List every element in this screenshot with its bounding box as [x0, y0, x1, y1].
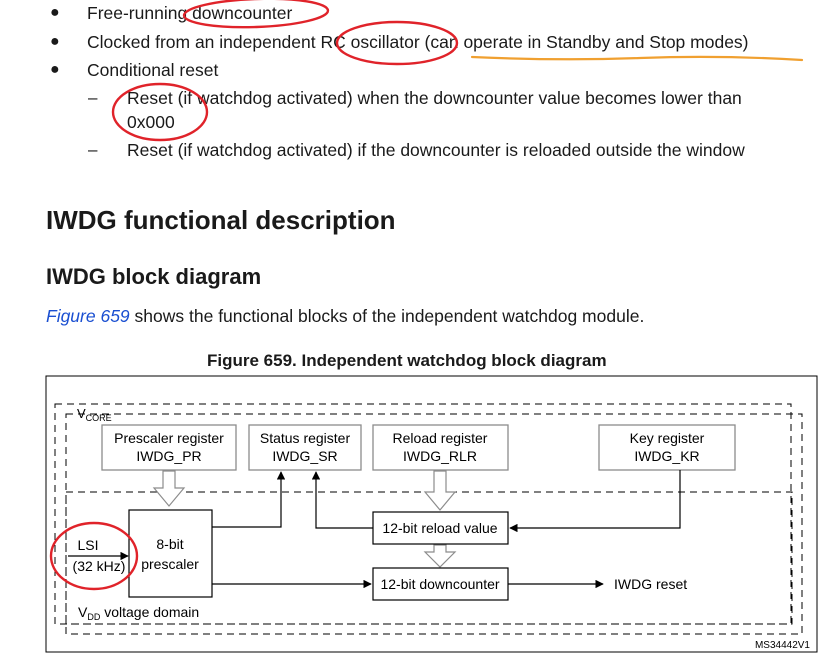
bullet-free-running: Free-running downcounter — [87, 3, 292, 24]
bullet-text: Free-running — [87, 3, 193, 23]
hollow-arrow-reload — [423, 470, 457, 511]
highlight-reset: Reset — [127, 88, 173, 108]
sub-bullet-text: (if watchdog activated) when the downcou… — [172, 88, 742, 108]
reload-register-label: Reload register — [393, 430, 488, 446]
bullet-marker: ● — [50, 33, 60, 50]
hollow-arrow-downcounter — [423, 544, 457, 568]
status-register-label: Status register — [260, 430, 351, 446]
paragraph: Figure 659 shows the functional blocks o… — [46, 306, 644, 327]
key-register-name: IWDG_KR — [634, 448, 699, 464]
highlight-rc-oscillator: RC oscillator — [320, 32, 420, 52]
annotation-circle-lsi — [49, 521, 139, 591]
annotation-circle-rc-oscillator — [335, 20, 459, 66]
bullet-text: Clocked from an independent — [87, 32, 321, 52]
figure-link[interactable]: Figure 659 — [46, 306, 130, 326]
prescaler-to-status-arrow — [212, 471, 286, 528]
bullet-clocked: Clocked from an independent RC oscillato… — [87, 32, 749, 53]
downcounter-label: 12-bit downcounter — [380, 576, 499, 592]
status-register-box — [248, 424, 362, 471]
status-register-name: IWDG_SR — [272, 448, 337, 464]
vdd-label: VDD voltage domain — [78, 604, 199, 622]
iwdg-reset-label: IWDG reset — [614, 576, 687, 592]
vcore-label: VCORE — [77, 406, 112, 423]
bullet-marker: ● — [50, 4, 60, 21]
bullet-marker: ● — [50, 61, 60, 78]
annotation-underline-modes — [470, 55, 804, 62]
annotation-circle-downcounter — [182, 0, 330, 29]
prescaler-register-name: IWDG_PR — [136, 448, 201, 464]
paragraph-text: shows the functional blocks of the indep… — [129, 306, 645, 326]
reload-value-box — [372, 511, 509, 545]
dash-marker: – — [88, 88, 98, 107]
sub-bullet-reset-lower: Reset (if watchdog activated) when the d… — [127, 88, 742, 109]
figure-frame — [45, 375, 818, 653]
heading-block-diagram: IWDG block diagram — [46, 264, 262, 289]
prescaler-register-label: Prescaler register — [114, 430, 224, 446]
key-register-box — [598, 424, 736, 471]
reload-register-name: IWDG_RLR — [403, 448, 477, 464]
reload-to-status-arrow — [311, 471, 373, 529]
bullet-conditional-reset: Conditional reset — [87, 60, 219, 80]
reload-value-label: 12-bit reload value — [382, 520, 497, 536]
key-to-reload-arrow — [509, 470, 681, 533]
key-register-label: Key register — [630, 430, 705, 446]
hollow-arrow-prescaler — [152, 470, 186, 507]
prescaler-label: prescaler — [141, 556, 199, 572]
downcounter-box — [372, 567, 509, 601]
dash-marker: – — [88, 140, 98, 159]
prescaler-label-bits: 8-bit — [156, 536, 183, 552]
underlined-text: (can operate in Standby and Stop modes) — [419, 32, 749, 52]
heading-functional-description: IWDG functional description — [46, 205, 396, 235]
highlight-downcounter: downcounter — [192, 3, 293, 23]
reload-register-box — [372, 424, 509, 471]
annotation-circle-reset — [111, 82, 209, 142]
figure-code: MS34442V1 — [755, 640, 810, 651]
figure-title: Figure 659. Independent watchdog block d… — [207, 351, 607, 370]
prescaler-register-box — [101, 424, 237, 471]
sub-bullet-value: 0x000 — [127, 112, 175, 132]
sub-bullet-reset-window: Reset (if watchdog activated) if the dow… — [127, 140, 745, 160]
prescaler-box — [128, 509, 213, 598]
lsi-label: LSI — [77, 537, 98, 553]
lsi-frequency: (32 kHz) — [73, 558, 126, 574]
